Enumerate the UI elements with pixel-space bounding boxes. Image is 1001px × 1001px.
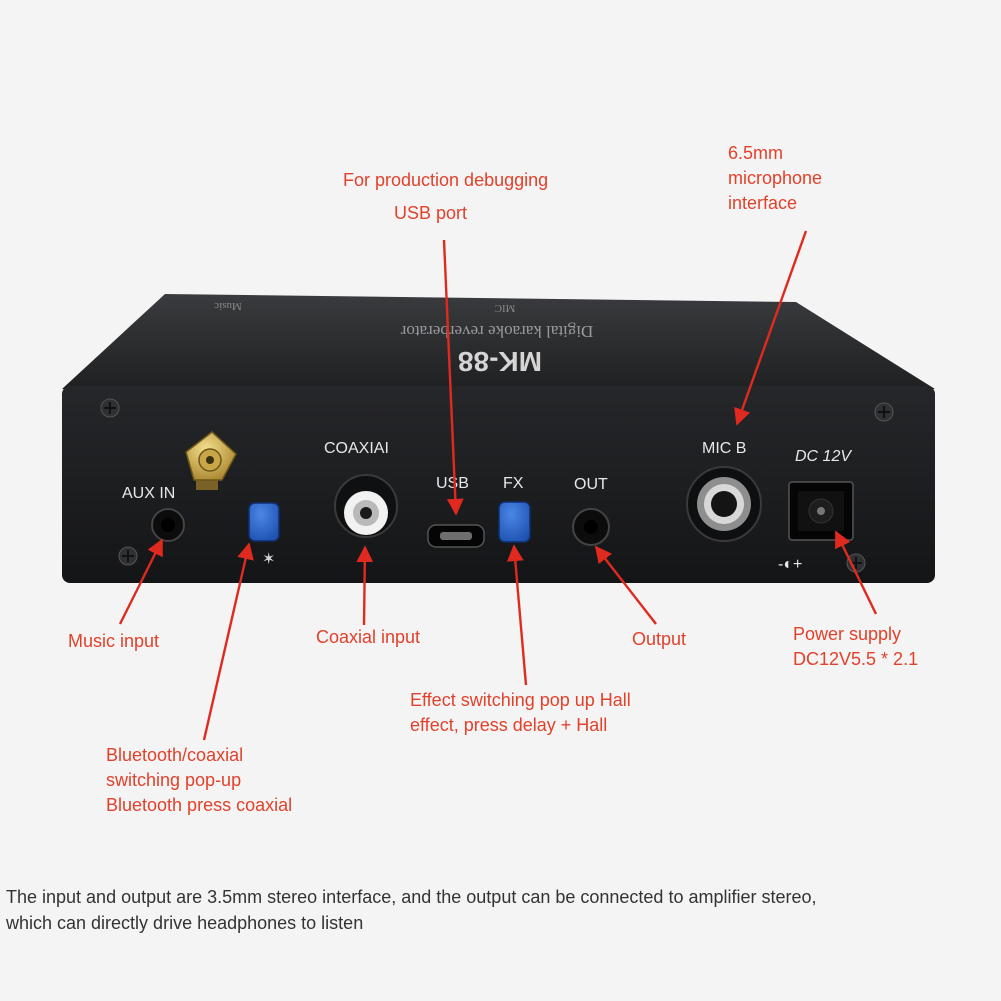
aux-in-jack[interactable] <box>151 508 185 542</box>
top-label-mic: MIC <box>495 302 516 314</box>
caption: The input and output are 3.5mm stereo in… <box>6 884 996 936</box>
annotation-power-line1: Power supply <box>793 624 902 644</box>
arrow-mic <box>734 230 808 426</box>
label-coaxial: COAXIAI <box>324 440 389 457</box>
mic-b-jack[interactable] <box>686 466 762 542</box>
arrow-power <box>834 530 878 615</box>
annotation-effect: Effect switching pop up Hall effect, pre… <box>410 688 631 738</box>
annotation-bluetooth-line3: Bluetooth press coaxial <box>106 795 293 815</box>
arrow-fx <box>506 544 528 686</box>
caption-line2: which can directly drive headphones to l… <box>6 913 364 933</box>
annotation-bluetooth: Bluetooth/coaxial switching pop-up Bluet… <box>106 743 292 818</box>
annotation-music-input: Music input <box>68 631 160 651</box>
dc-power-jack[interactable] <box>788 481 854 541</box>
annotation-output: Output <box>632 629 687 649</box>
annotation-mic: 6.5mm microphone interface <box>728 141 822 216</box>
annotation-usb-line2: USB port <box>394 203 468 223</box>
bluetooth-icon: ✶ <box>262 549 275 568</box>
coaxial-rca-jack[interactable] <box>334 474 398 538</box>
label-dc: DC 12V <box>795 448 852 465</box>
label-out: OUT <box>574 476 608 493</box>
screw-top-left <box>100 398 120 418</box>
annotation-coaxial-input: Coaxial input <box>316 627 421 647</box>
model-name: MK-88 <box>458 346 542 377</box>
screw-bottom-right <box>846 553 866 573</box>
usb-port[interactable] <box>427 524 485 548</box>
bluetooth-coaxial-button[interactable] <box>248 502 280 542</box>
annotation-mic-line2: microphone <box>728 168 823 188</box>
top-label-music: Music <box>214 300 242 312</box>
screw-top-right <box>874 402 894 422</box>
annotation-mic-line3: interface <box>728 193 798 213</box>
annotation-effect-line2: effect, press delay + Hall <box>410 715 608 735</box>
annotation-power-line2: DC12V5.5 * 2.1 <box>793 649 919 669</box>
screw-bottom-left <box>118 546 138 566</box>
annotation-effect-line1: Effect switching pop up Hall <box>410 690 631 710</box>
annotation-bluetooth-line2: switching pop-up <box>106 770 242 790</box>
device-top-face <box>62 294 935 389</box>
arrow-usb <box>442 239 464 516</box>
label-usb: USB <box>436 475 469 492</box>
arrow-music <box>118 538 164 625</box>
model-subtitle: Digital karaoke reverberator <box>400 322 593 341</box>
annotation-bluetooth-line1: Bluetooth/coaxial <box>106 745 244 765</box>
label-aux-in: AUX IN <box>122 485 175 502</box>
annotation-usb-line1: For production debugging <box>343 170 549 190</box>
fx-button[interactable] <box>498 501 531 543</box>
label-fx: FX <box>503 475 524 492</box>
arrow-coaxial <box>356 545 374 626</box>
label-mic-b: MIC B <box>702 440 746 457</box>
arrow-bluetooth <box>202 542 254 741</box>
out-jack[interactable] <box>572 508 610 546</box>
label-polarity: -◐+ <box>778 556 802 573</box>
arrow-output <box>594 545 657 625</box>
antenna-connector <box>185 431 237 490</box>
caption-line1: The input and output are 3.5mm stereo in… <box>6 887 817 907</box>
annotation-mic-line1: 6.5mm <box>728 143 784 163</box>
annotation-power: Power supply DC12V5.5 * 2.1 <box>793 622 918 672</box>
